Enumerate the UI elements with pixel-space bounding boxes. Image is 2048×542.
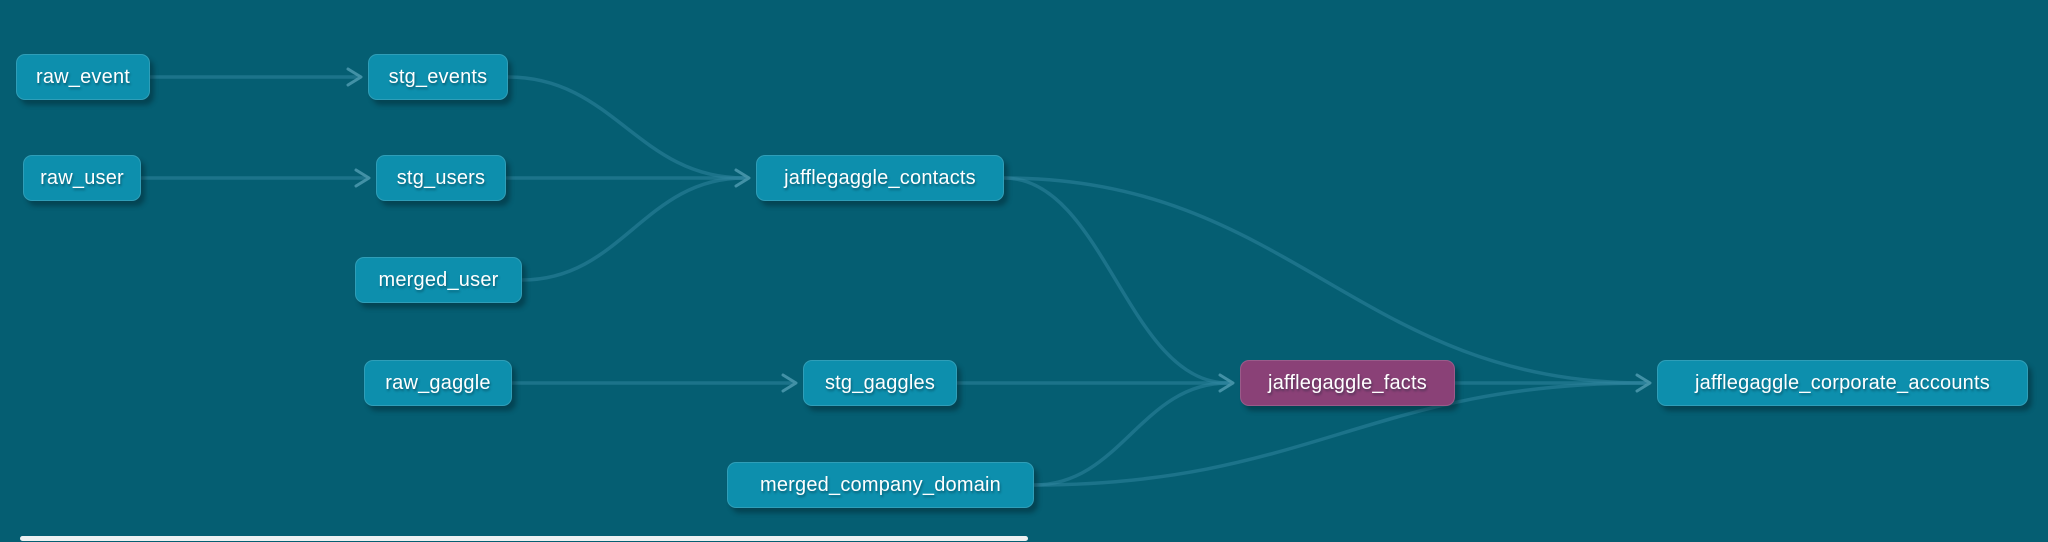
- edge-merged_user-to-jafflegaggle_contacts: [520, 176, 746, 282]
- horizontal-scrollbar-thumb[interactable]: [20, 536, 1028, 541]
- node-label: jafflegaggle_facts: [1268, 371, 1427, 394]
- node-jafflegaggle_facts[interactable]: jafflegaggle_facts: [1240, 360, 1455, 406]
- node-label: raw_gaggle: [385, 371, 491, 394]
- node-label: merged_company_domain: [759, 473, 1001, 496]
- node-label: raw_event: [35, 65, 131, 88]
- node-stg_users[interactable]: stg_users: [376, 155, 506, 201]
- edge-jafflegaggle_contacts-to-jafflegaggle_facts: [1002, 176, 1230, 385]
- node-label: stg_events: [388, 65, 488, 88]
- arrowhead-into-jafflegaggle_facts: [1218, 373, 1235, 393]
- arrowhead-into-stg_gaggles: [781, 373, 798, 393]
- arrowhead-into-stg_users: [354, 168, 371, 188]
- node-jafflegaggle_contacts[interactable]: jafflegaggle_contacts: [756, 155, 1004, 201]
- edge-merged_company_domain-to-jafflegaggle_facts: [1032, 381, 1230, 487]
- edge-jafflegaggle_contacts-to-jafflegaggle_corporate_accounts: [1002, 176, 1647, 385]
- node-merged_user[interactable]: merged_user: [355, 257, 522, 303]
- edge-merged_company_domain-to-jafflegaggle_corporate_accounts: [1032, 381, 1647, 487]
- node-label: stg_gaggles: [824, 371, 936, 394]
- arrowhead-into-jafflegaggle_corporate_accounts: [1635, 373, 1652, 393]
- node-merged_company_domain[interactable]: merged_company_domain: [727, 462, 1034, 508]
- node-label: jafflegaggle_corporate_accounts: [1695, 371, 1990, 394]
- arrowhead-into-stg_events: [346, 67, 363, 87]
- node-label: jafflegaggle_contacts: [784, 166, 976, 189]
- node-raw_event[interactable]: raw_event: [16, 54, 150, 100]
- node-stg_gaggles[interactable]: stg_gaggles: [803, 360, 957, 406]
- node-stg_events[interactable]: stg_events: [368, 54, 508, 100]
- edge-stg_events-to-jafflegaggle_contacts: [506, 75, 746, 180]
- node-label: raw_user: [40, 166, 124, 189]
- arrowhead-into-jafflegaggle_contacts: [734, 168, 751, 188]
- node-label: stg_users: [396, 166, 486, 189]
- node-label: merged_user: [378, 268, 499, 291]
- node-raw_user[interactable]: raw_user: [23, 155, 141, 201]
- node-jafflegaggle_corporate_accounts[interactable]: jafflegaggle_corporate_accounts: [1657, 360, 2028, 406]
- node-raw_gaggle[interactable]: raw_gaggle: [364, 360, 512, 406]
